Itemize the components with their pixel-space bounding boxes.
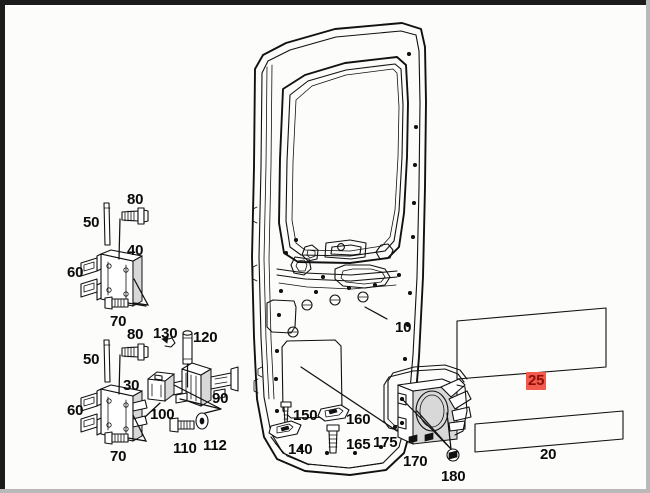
diagram-artwork: .s { fill:none; stroke:#111111; stroke-w… xyxy=(80,22,624,476)
striker-small-parts xyxy=(268,401,350,454)
part-60-lower-shims xyxy=(80,392,98,433)
callout-175: 175 xyxy=(373,434,398,451)
frame-border-right xyxy=(646,0,650,493)
callout-30: 30 xyxy=(123,377,140,394)
part-140-striker-plate xyxy=(268,420,302,439)
callout-130: 130 xyxy=(153,325,178,342)
part-20-trim-strip xyxy=(474,410,624,453)
callout-25-highlighted[interactable]: 25 xyxy=(526,372,547,390)
part-80-upper-bolt xyxy=(121,207,149,225)
callout-180: 180 xyxy=(441,468,466,485)
frame-border-left xyxy=(0,0,5,493)
part-100-buffer xyxy=(147,371,175,403)
callout-80-upper: 80 xyxy=(127,191,144,208)
callout-50-upper: 50 xyxy=(83,214,100,231)
callout-110: 110 xyxy=(173,440,197,457)
frame-border-bottom xyxy=(0,489,650,493)
part-112-washer xyxy=(195,412,209,430)
callout-60-lower: 60 xyxy=(67,402,84,419)
part-180-rivet xyxy=(446,448,460,462)
callout-20: 20 xyxy=(540,446,557,463)
part-170-lock-housing xyxy=(397,378,472,445)
callout-40: 40 xyxy=(127,242,144,259)
callout-170: 170 xyxy=(403,453,428,470)
frame-inner-highlight xyxy=(5,5,646,7)
part-70-lower-bolt xyxy=(104,431,129,445)
callout-120: 120 xyxy=(193,329,218,346)
lower-hinge-assembly xyxy=(80,339,149,445)
lock-module-assembly xyxy=(300,364,472,462)
part-90-door-check xyxy=(172,362,239,407)
diagram-canvas: .s { fill:none; stroke:#111111; stroke-w… xyxy=(5,7,646,489)
part-160-latch-plate xyxy=(317,404,350,422)
upper-hinge-assembly xyxy=(80,202,150,310)
callout-112: 112 xyxy=(203,437,227,454)
callout-165: 165 xyxy=(346,436,371,453)
callout-100: 100 xyxy=(150,406,175,423)
callout-60-upper: 60 xyxy=(67,264,84,281)
part-80-lower-bolt xyxy=(121,343,149,361)
part-40-upper-hinge-bracket xyxy=(96,249,143,307)
callout-50-lower: 50 xyxy=(83,351,100,368)
part-70-upper-bolt xyxy=(104,296,129,310)
callout-90: 90 xyxy=(212,390,229,407)
callout-70-upper: 70 xyxy=(110,313,127,330)
trim-panels-group xyxy=(456,307,624,453)
part-50-lower-hinge-pin xyxy=(103,339,111,383)
callout-160: 160 xyxy=(346,411,371,428)
part-150-screw xyxy=(280,401,292,425)
callout-150: 150 xyxy=(293,407,318,424)
callout-10: 10 xyxy=(395,319,412,336)
door-check-assembly xyxy=(144,330,239,433)
part-60-upper-shims xyxy=(80,257,98,298)
callout-80-lower: 80 xyxy=(127,326,144,343)
frame-border-top xyxy=(0,0,650,5)
part-25-trim-panel xyxy=(456,307,607,380)
part-120-bush xyxy=(182,330,193,365)
callout-140: 140 xyxy=(288,441,313,458)
callout-70-lower: 70 xyxy=(110,448,127,465)
part-50-upper-hinge-pin xyxy=(103,202,111,246)
part-110-bolt xyxy=(169,417,195,433)
part-165-bolt xyxy=(326,424,340,454)
part-130-clip xyxy=(161,336,176,348)
part-30-lower-hinge-bracket xyxy=(96,384,148,442)
